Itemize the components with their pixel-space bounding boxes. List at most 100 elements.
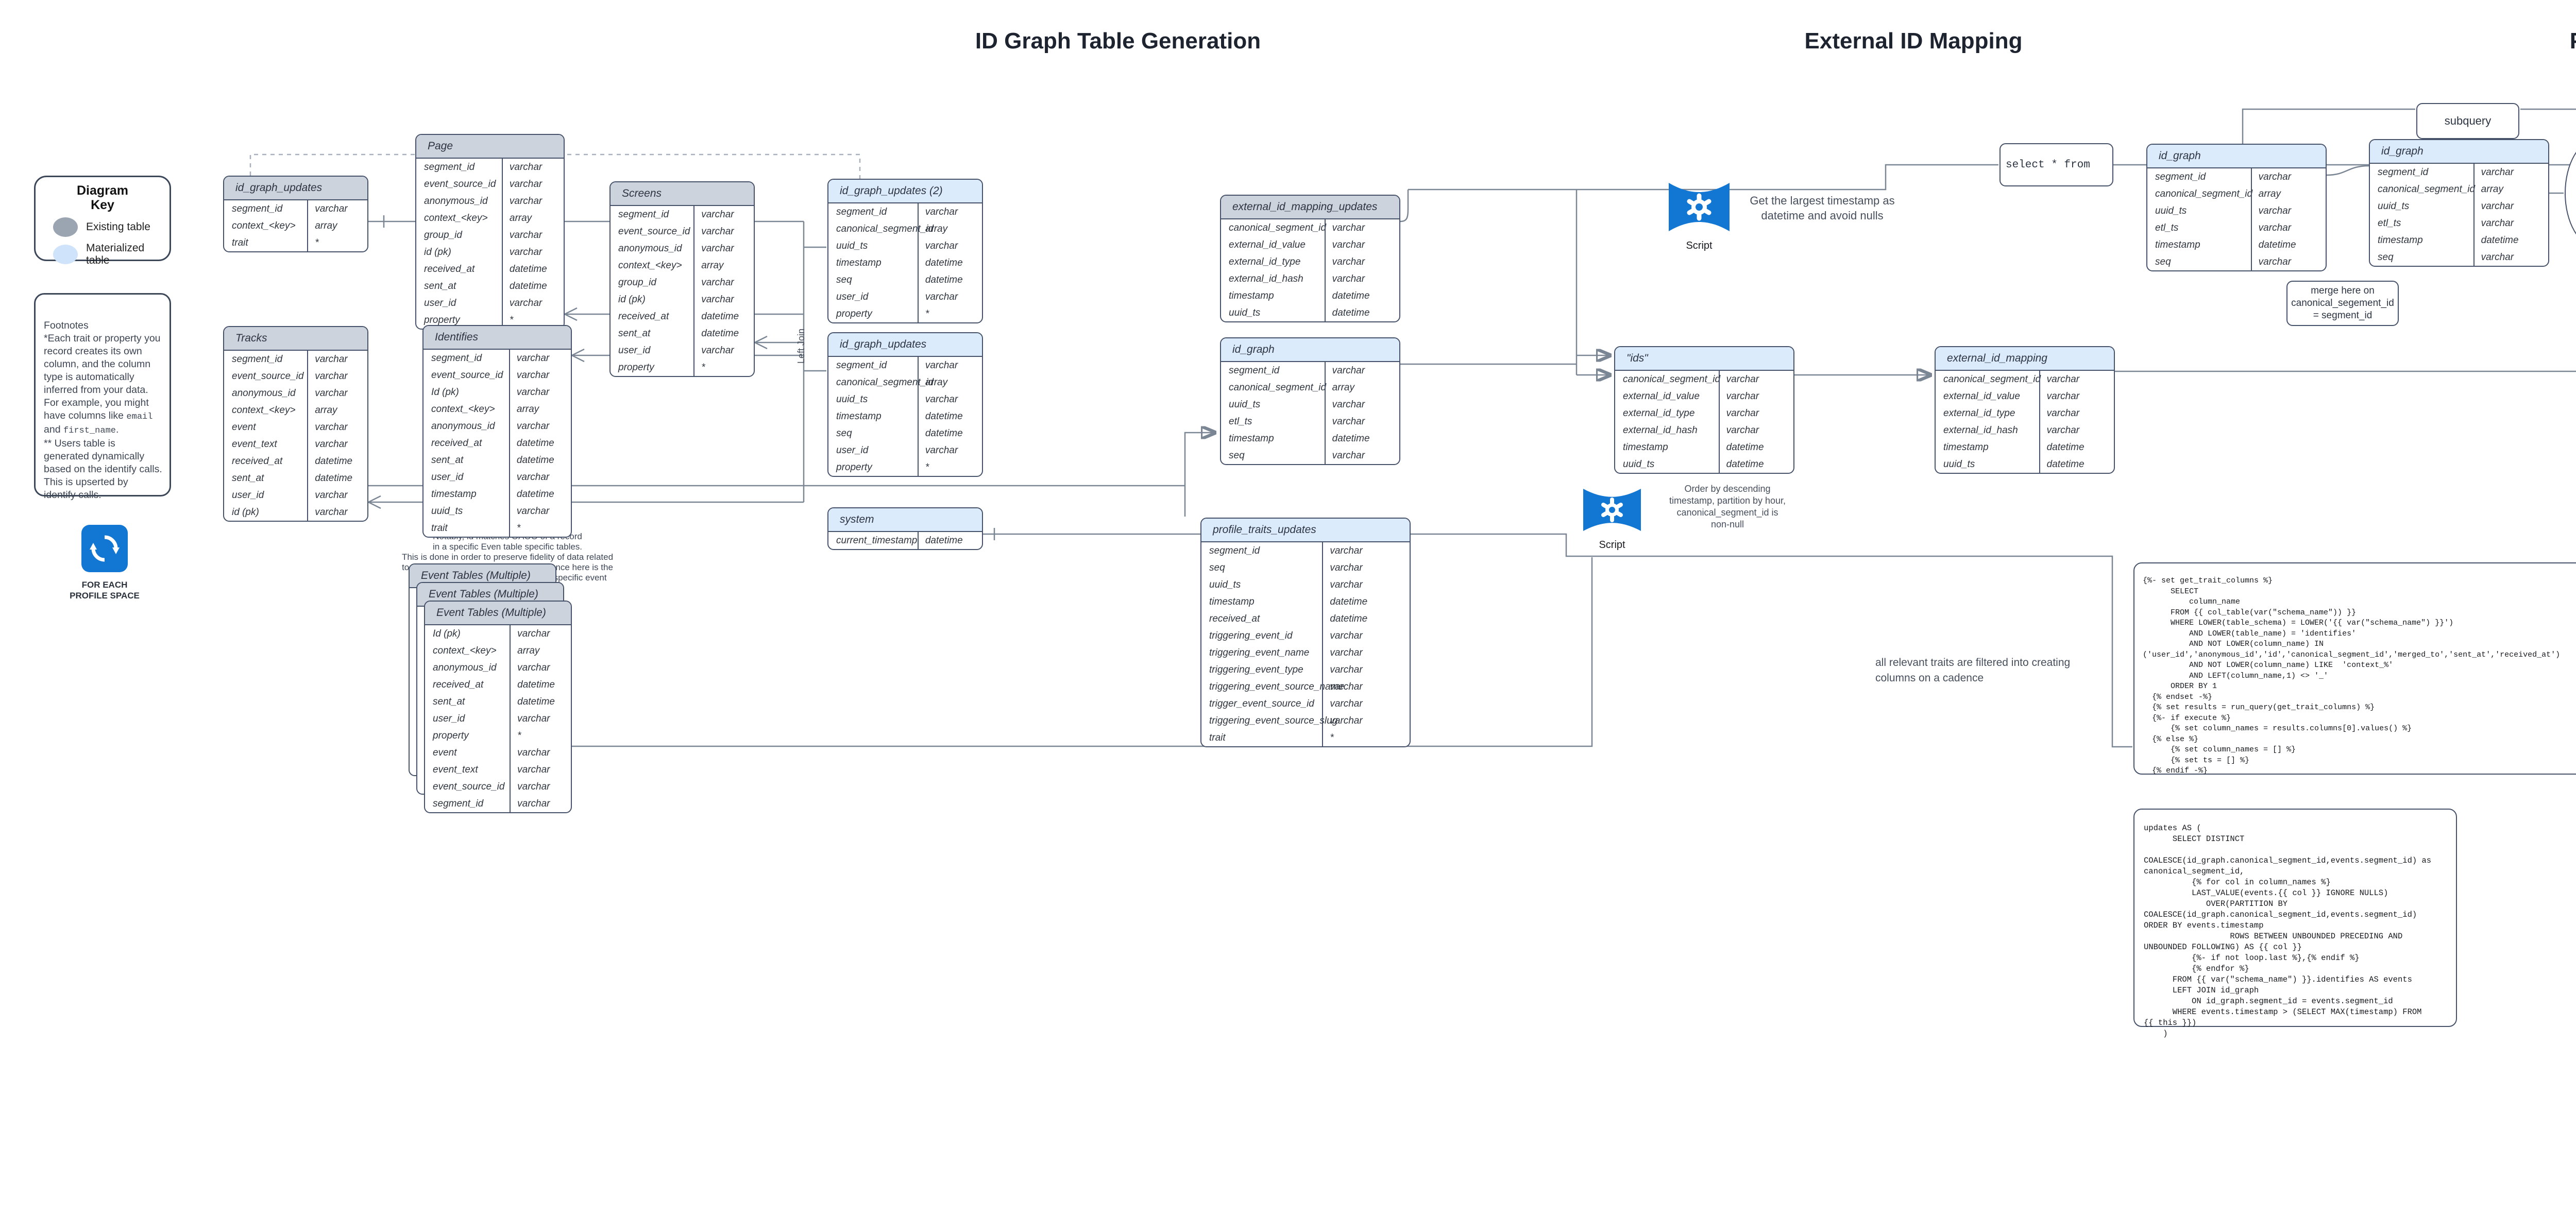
column-name: segment_id <box>433 798 484 809</box>
column-type: * <box>501 312 564 329</box>
script-shape-1[interactable]: Script <box>1667 179 1731 252</box>
note-order-by[interactable]: Order by descending timestamp, partition… <box>1669 484 1786 529</box>
column-type: varchar <box>509 418 571 435</box>
column-type: varchar <box>307 200 367 217</box>
code-block-get-trait-columns[interactable]: {%- set get_trait_columns %} SELECT colu… <box>2133 562 2576 775</box>
column-name: sent_at <box>431 454 464 466</box>
column-type: datetime <box>2473 232 2548 249</box>
column-type: datetime <box>693 308 754 325</box>
column-type: varchar <box>1322 627 1410 644</box>
column-name: canonical_segment_id <box>2378 183 2476 195</box>
column-name: event_text <box>232 438 277 450</box>
column-row: trait* <box>423 520 571 537</box>
column-type: varchar <box>509 350 571 367</box>
section-title-external-id-mapping[interactable]: External ID Mapping <box>1804 28 2023 54</box>
script-shape-2[interactable]: Script <box>1582 485 1642 551</box>
column-name: property <box>618 362 654 373</box>
column-row: id (pk)varchar <box>611 291 754 308</box>
column-type: datetime <box>2039 456 2114 473</box>
column-name: user_id <box>424 297 456 308</box>
for-each-profile-space[interactable]: FOR EACH PROFILE SPACE <box>62 524 147 601</box>
merge-note-box[interactable]: merge here on canonical_segement_id = se… <box>2286 281 2399 326</box>
column-type: * <box>509 520 571 537</box>
table-title: Page <box>428 140 453 152</box>
column-name: property <box>433 730 469 741</box>
column-name: timestamp <box>2155 239 2200 250</box>
footnotes-code-email: email <box>126 412 153 422</box>
column-type: varchar <box>510 710 571 727</box>
column-type: varchar <box>2473 164 2548 181</box>
table-title: "ids" <box>1626 352 1648 364</box>
column-type: varchar <box>1324 396 1399 413</box>
column-name: segment_id <box>2155 171 2206 182</box>
column-name: seq <box>2378 251 2394 263</box>
column-name: event_source_id <box>433 781 505 792</box>
diagram-key[interactable]: Diagram Key Existing table Materialized … <box>34 176 171 266</box>
column-row: Id (pk)varchar <box>423 384 571 401</box>
column-row: property* <box>828 459 982 476</box>
column-name: anonymous_id <box>431 420 495 432</box>
column-name: triggering_event_type <box>1209 664 1303 675</box>
note-largest-timestamp[interactable]: Get the largest timestamp as datetime an… <box>1750 194 1895 222</box>
footnotes-box[interactable]: Footnotes *Each trait or property you re… <box>34 293 171 501</box>
column-type: varchar <box>1322 678 1410 695</box>
select-from-box[interactable]: select * from <box>1999 143 2113 186</box>
subquery-box[interactable]: subquery <box>2416 103 2519 139</box>
column-name: seq <box>1229 450 1245 461</box>
column-name: context_<key> <box>618 260 682 271</box>
code-block-updates-cte[interactable]: updates AS ( SELECT DISTINCT COALESCE(id… <box>2133 809 2457 1038</box>
table-title: Event Tables (Multiple) <box>436 607 546 619</box>
section-title-id-graph-generation[interactable]: ID Graph Table Generation <box>975 28 1261 54</box>
table-title: id_graph <box>2159 150 2201 162</box>
existing-table-label: Existing table <box>86 221 150 233</box>
note-relevant-traits[interactable]: all relevant traits are filtered into cr… <box>1875 657 2071 684</box>
script-label: Script <box>1686 240 1713 251</box>
section-title-profile-traits[interactable]: Profile Traits <box>2570 28 2576 54</box>
column-type: varchar <box>501 295 564 312</box>
column-type: varchar <box>1324 253 1399 270</box>
column-name: canonical_segment_id <box>2155 188 2253 199</box>
column-type: varchar <box>693 291 754 308</box>
column-type: datetime <box>917 425 982 442</box>
column-name: segment_id <box>424 161 475 173</box>
column-name: uuid_ts <box>1209 579 1241 590</box>
column-type: datetime <box>917 532 982 549</box>
column-type: * <box>1322 729 1410 746</box>
column-type: varchar <box>1322 712 1410 729</box>
column-name: sent_at <box>232 472 264 484</box>
column-type: varchar <box>2039 422 2114 439</box>
